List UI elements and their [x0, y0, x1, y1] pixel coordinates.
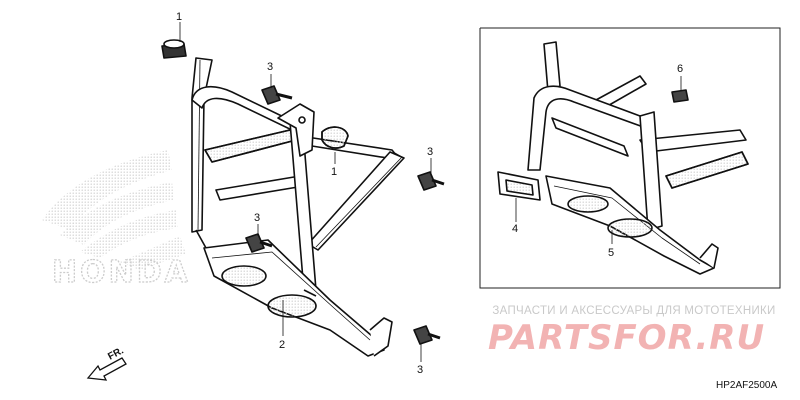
- callout-labels: 1 1 3 3 3 3 2 4 5 6: [176, 11, 683, 376]
- callout-4: 4: [512, 223, 518, 235]
- bolt-top: [261, 85, 293, 105]
- front-guard-inset: [497, 41, 749, 275]
- callout-3-top: 3: [267, 61, 273, 73]
- honda-wing-watermark: [42, 150, 186, 270]
- shop-logo-watermark: PARTSFOR.RU: [488, 318, 766, 358]
- honda-logo-watermark: HONDA: [52, 255, 191, 290]
- bolt-right: [417, 171, 445, 191]
- bolt-bottom: [413, 325, 441, 345]
- callout-2: 2: [279, 339, 285, 351]
- diagram-code: HP2AF2500A: [716, 380, 778, 391]
- inset-frame: [479, 27, 781, 289]
- front-guard-main: [161, 39, 445, 357]
- callout-1-top: 1: [176, 11, 182, 23]
- callout-5: 5: [608, 247, 614, 259]
- bolt-mid: [245, 233, 273, 253]
- arrow-down-left-icon: [86, 357, 127, 381]
- shop-caption-watermark: ЗАПЧАСТИ И АКСЕССУАРЫ ДЛЯ МОТОТЕХНИКИ: [492, 305, 776, 317]
- callout-6: 6: [677, 63, 683, 75]
- front-direction-indicator: FR.: [86, 345, 127, 381]
- callout-3-mid: 3: [254, 212, 260, 224]
- callout-1-mid: 1: [331, 166, 337, 178]
- callout-3-right: 3: [427, 146, 433, 158]
- callout-3-bottom: 3: [417, 364, 423, 376]
- callout-leaders: [179, 22, 682, 362]
